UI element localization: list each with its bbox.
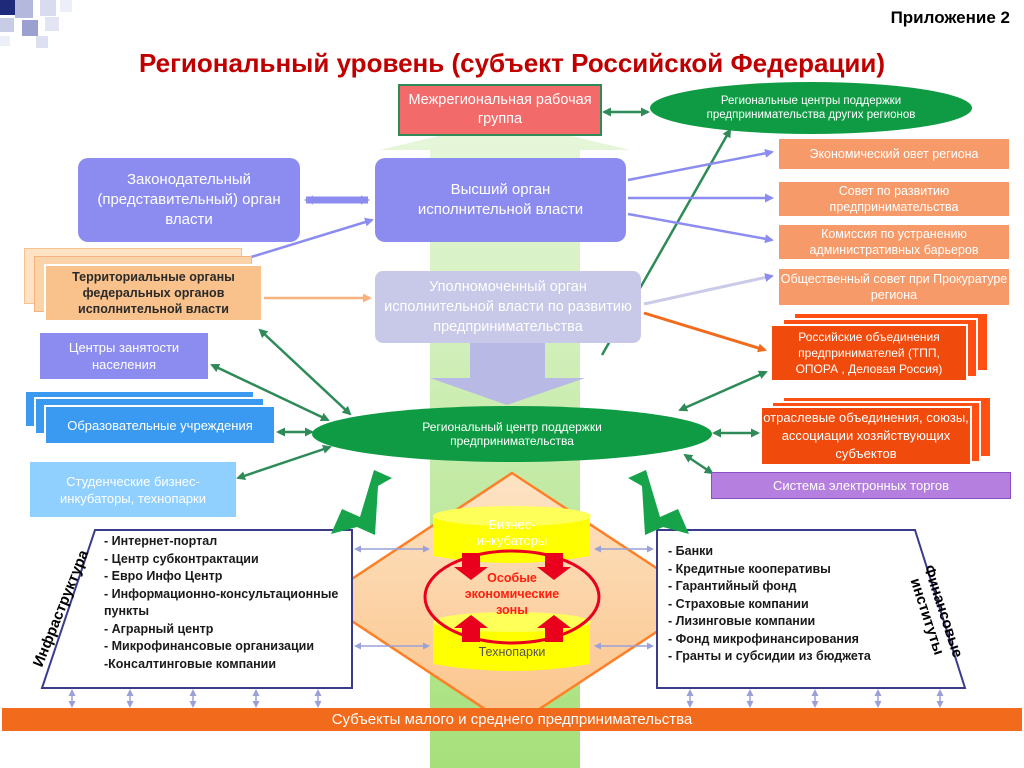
territorial-bodies-label: Территориальные органы федеральных орган… <box>72 270 235 316</box>
economic-council-box: Экономический овет региона <box>778 138 1010 170</box>
public-council-box: Общественный совет при Прокуратуре регио… <box>778 268 1010 306</box>
public-council-label: Общественный совет при Прокуратуре регио… <box>780 272 1008 302</box>
list-item: - Фонд микрофинансирования <box>668 631 859 646</box>
list-item: - Гранты и субсидии из бюджета <box>668 649 871 663</box>
regional-center-ellipse: Региональный центр поддержки предпринима… <box>312 406 712 462</box>
other-regions-label: Региональные центры поддержки предприним… <box>706 95 916 121</box>
barriers-commission-box: Комиссия по устранению административных … <box>778 224 1010 260</box>
etrade-label: Система электронных торгов <box>772 478 950 493</box>
authorized-body-label: Уполномоченный орган исполнительной влас… <box>384 279 632 335</box>
list-item: - Кредитные кооперативы <box>668 561 831 576</box>
infrastructure-list: - Интернет-портал - Центр субконтрактаци… <box>104 533 349 673</box>
development-council-label: Совет по развитию предпринимательства <box>829 184 959 214</box>
business-incubators-label: Бизнес-инкубаторы <box>476 517 548 548</box>
employment-centers-box: Центры занятости населения <box>40 333 208 379</box>
sme-bar: Субъекты малого и среднего предпринимате… <box>2 708 1022 731</box>
barriers-commission-label: Комиссия по устранению административных … <box>809 227 979 257</box>
authorized-body-box: Уполномоченный орган исполнительной влас… <box>375 271 641 343</box>
education-box: Образовательные учреждения <box>44 405 276 445</box>
list-item: - Гарантийный фонд <box>668 579 797 593</box>
etrade-box: Система электронных торгов <box>711 472 1011 499</box>
regional-center-label: Региональный центр поддержки предпринима… <box>422 420 602 448</box>
interregional-group-label: Межрегиональная рабочая группа <box>408 92 592 127</box>
associations-label: Российские объединения предпринимателей … <box>795 330 943 376</box>
sez-label: Особые экономические зоны <box>464 571 560 617</box>
other-regions-ellipse: Региональные центры поддержки предприним… <box>650 82 972 134</box>
executive-body-box: Высший орган исполнительной власти <box>375 158 626 242</box>
list-item: - Аграрный центр <box>104 621 214 636</box>
branch-associations-label: отраслевые объединения, союзы, ассоциаци… <box>763 410 969 461</box>
technoparks-label: Технопарки <box>478 645 546 659</box>
employment-centers-label: Центры занятости населения <box>68 340 180 372</box>
list-item: - Центр субконтрактации <box>104 551 259 566</box>
list-item: - Банки <box>668 544 714 558</box>
finance-list: - Банки - Кредитные кооперативы - Гарант… <box>668 543 918 666</box>
student-incubators-box: Студенческие бизнес-инкубаторы, технопар… <box>30 462 236 517</box>
list-item: - Микрофинансовые организации <box>104 639 315 653</box>
sme-bar-label: Субъекты малого и среднего предпринимате… <box>331 711 693 728</box>
list-item: - Информационно-консультационные пункты <box>104 586 339 619</box>
branch-associations-box: отраслевые объединения, союзы, ассоциаци… <box>760 406 972 466</box>
interregional-group-box: Межрегиональная рабочая группа <box>398 84 602 136</box>
student-incubators-label: Студенческие бизнес-инкубаторы, технопар… <box>60 473 206 506</box>
list-item: - Интернет-портал <box>104 534 218 548</box>
development-council-box: Совет по развитию предпринимательства <box>778 181 1010 217</box>
list-item: - Лизинговые компании <box>668 614 816 628</box>
education-label: Образовательные учреждения <box>67 417 253 433</box>
legislative-body-box: Законодательный (представительный) орган… <box>78 158 300 242</box>
executive-body-label: Высший орган исполнительной власти <box>417 181 584 218</box>
legislative-body-label: Законодательный (представительный) орган… <box>97 171 281 228</box>
list-item: - Евро Инфо Центр <box>104 569 223 583</box>
page-title: Региональный уровень (субъект Российской… <box>138 48 886 78</box>
territorial-bodies-box: Территориальные органы федеральных орган… <box>44 264 263 322</box>
economic-council-label: Экономический овет региона <box>809 147 979 161</box>
associations-box: Российские объединения предпринимателей … <box>770 324 968 382</box>
appendix-label: Приложение 2 <box>890 8 1010 27</box>
list-item: -Консалтинговые компании <box>104 656 277 671</box>
list-item: - Страховые компании <box>668 596 809 611</box>
